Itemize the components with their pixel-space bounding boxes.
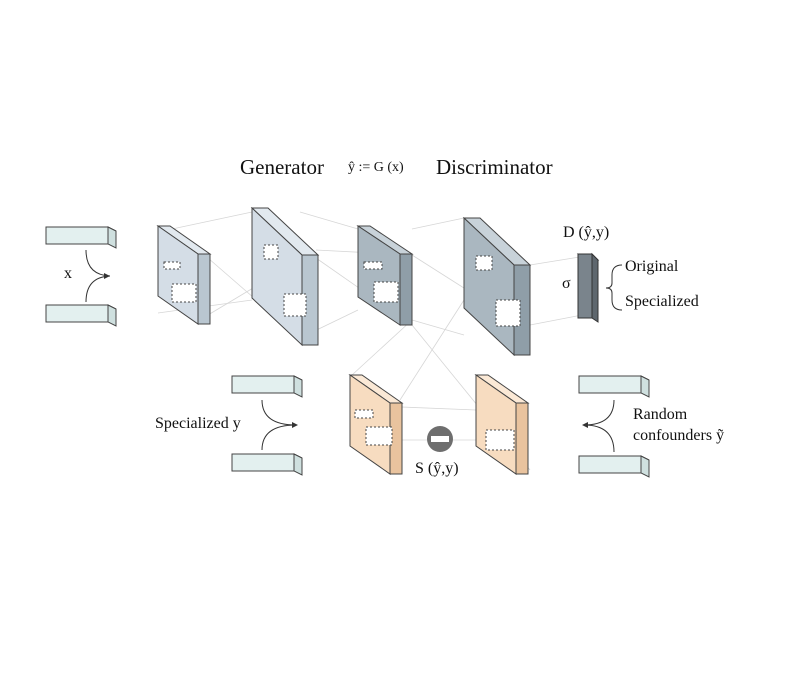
discriminator-title: Discriminator bbox=[436, 155, 553, 179]
sigma-label: σ bbox=[562, 275, 571, 292]
input-bar-top bbox=[45, 226, 117, 249]
discriminator-output-bar bbox=[576, 252, 600, 323]
input-x-label: x bbox=[64, 265, 72, 282]
arrow-head-icon bbox=[582, 422, 588, 428]
specialized-y-label: Specialized y bbox=[155, 415, 241, 432]
specialized-bar-top bbox=[231, 375, 303, 398]
confounder-bar-bottom bbox=[578, 455, 650, 478]
merge-arrow-confounders bbox=[583, 399, 615, 453]
specialist-layer-1 bbox=[348, 374, 404, 475]
input-bar-bottom bbox=[45, 304, 117, 327]
generator-layer-3 bbox=[356, 225, 414, 326]
discriminator-layer bbox=[462, 216, 532, 357]
original-label: Original bbox=[625, 258, 679, 275]
specialized-output-label: Specialized bbox=[625, 293, 699, 310]
s-output-label: S (ŷ,y) bbox=[415, 460, 459, 477]
arrow-head-icon bbox=[104, 273, 110, 279]
random-label: Random bbox=[633, 406, 688, 423]
specialized-bar-bottom bbox=[231, 453, 303, 476]
confounder-bar-top bbox=[578, 375, 650, 398]
generator-equation: ŷ := G (x) bbox=[348, 160, 404, 175]
generator-title: Generator bbox=[240, 155, 324, 179]
arrow-head-icon bbox=[292, 422, 298, 428]
minus-circle-icon bbox=[427, 426, 453, 452]
generator-layer-2 bbox=[250, 206, 320, 347]
discriminator-output-label: D (ŷ,y) bbox=[563, 224, 610, 241]
merge-arrow-specialized bbox=[261, 399, 297, 451]
output-brace bbox=[605, 264, 623, 311]
confounders-label: confounders ỹ bbox=[633, 427, 725, 444]
generator-layer-1 bbox=[156, 225, 212, 325]
specialist-layer-2 bbox=[474, 374, 530, 475]
